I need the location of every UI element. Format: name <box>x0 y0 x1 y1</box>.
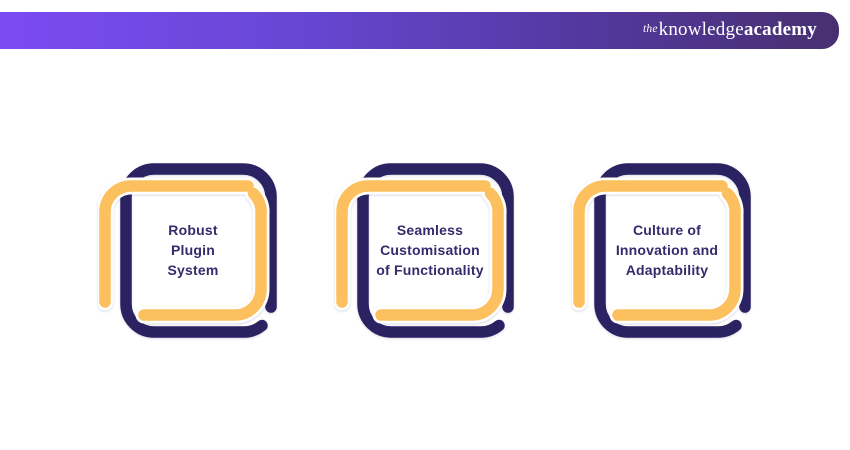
card-title: Culture of Innovation and Adaptability <box>602 186 732 314</box>
header-bar: theknowledgeacademy <box>0 12 839 49</box>
feature-cards-row: Robust Plugin System Seamless Customisat… <box>0 162 850 338</box>
logo-knowledge: knowledge <box>658 18 744 40</box>
card-title-line: Robust <box>168 222 218 238</box>
card-title-line: Customisation <box>380 242 480 258</box>
card-title: Robust Plugin System <box>128 186 258 314</box>
logo-academy: academy <box>743 18 817 40</box>
feature-card-seamless-customisation: Seamless Customisation of Functionality <box>335 162 515 338</box>
card-title-line: System <box>167 262 219 278</box>
card-title-line: of Functionality <box>376 262 484 278</box>
card-title-line: Plugin <box>171 242 215 258</box>
card-title-line: Seamless <box>396 222 464 238</box>
brand-logo: theknowledgeacademy <box>643 20 817 42</box>
feature-card-culture-innovation: Culture of Innovation and Adaptability <box>572 162 752 338</box>
logo-the: the <box>643 22 658 35</box>
feature-card-robust-plugin-system: Robust Plugin System <box>98 162 278 338</box>
card-title-line: Innovation and <box>615 242 719 258</box>
card-title: Seamless Customisation of Functionality <box>365 186 495 314</box>
card-title-line: Adaptability <box>625 262 709 278</box>
card-title-line: Culture of <box>632 222 702 238</box>
